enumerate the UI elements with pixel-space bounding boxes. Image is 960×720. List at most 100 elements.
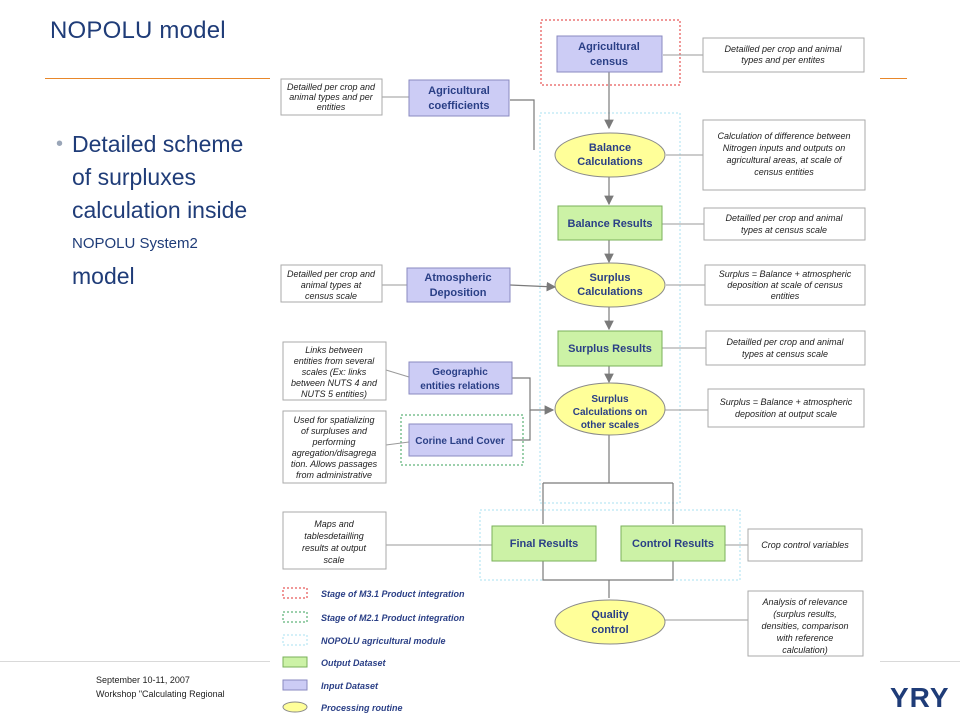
balance-calculations-label: Balance (589, 142, 631, 154)
corine-land-cover-box (408, 423, 513, 457)
surplus-results-note-line: types at census scale (742, 349, 828, 359)
module-region (539, 112, 681, 504)
surplus-results-box (557, 330, 663, 367)
corine-note-line: Used for spatializing (293, 415, 374, 425)
m31-region (540, 19, 681, 86)
control-note-line: Crop control variables (761, 540, 849, 550)
corine-note-line: of surpluses and (301, 426, 368, 436)
coeff-note-line: Detailled per crop and (287, 82, 376, 92)
other-scales-note-box (707, 388, 865, 428)
coefficients-note-box (280, 78, 383, 116)
atmospheric-deposition-box (406, 267, 511, 303)
footer-workshop: Workshop "Calculating Regional (96, 689, 225, 699)
bullet-text: Detailed scheme of surpluxes calculation… (72, 128, 287, 293)
census-note-line: Detailled per crop and animal (724, 44, 842, 54)
balance-results-note-box (703, 207, 866, 241)
atmospheric-note-box (280, 264, 383, 303)
geo-note-line: NUTS 5 entities) (301, 389, 367, 399)
corine-note-line: tion. Allows passages (291, 459, 378, 469)
quality-control-label: Quality (591, 609, 629, 621)
atmos-note-line: animal types at (301, 280, 362, 290)
quality-note-line: with reference (777, 633, 834, 643)
legend-input-label: Input Dataset (321, 681, 379, 691)
connector-merge (542, 561, 674, 598)
final-note-line: scale (323, 555, 344, 565)
note-link (385, 369, 410, 378)
surplus-calculations-label: Calculations (577, 286, 642, 298)
legend-process-label: Processing routine (321, 703, 403, 713)
geo-note-line: entities from several (294, 356, 376, 366)
corine-note-line: agregation/disagrega (292, 448, 377, 458)
coeff-note-line: animal types and per (289, 92, 374, 102)
bullet-line: NOPOLU System2 (72, 235, 198, 252)
final-results-label: Final Results (510, 538, 578, 550)
corine-note-line: from administrative (296, 470, 372, 480)
legend: Stage of M3.1 Product integration Stage … (282, 587, 465, 713)
footer-date: September 10-11, 2007 (96, 675, 190, 685)
surplus-calc-note-line: entities (771, 291, 800, 301)
atmos-note-line: census scale (305, 291, 357, 301)
balance-calc-note-line: agricultural areas, at scale of (726, 155, 843, 165)
legend-m31-swatch (282, 587, 308, 599)
legend-output-label: Output Dataset (321, 658, 387, 668)
connector-atmospheric (509, 281, 557, 292)
quality-control-node (554, 599, 666, 645)
legend-output-swatch (282, 656, 308, 668)
note-link (385, 441, 410, 446)
surplus-other-scales-label: Surplus (591, 394, 629, 405)
balance-calc-note-line: Calculation of difference between (717, 131, 850, 141)
surplus-calculations-node (554, 262, 666, 308)
control-results-label: Control Results (632, 538, 714, 550)
surplus-calculations-label: Surplus (590, 272, 631, 284)
legend-m21-label: Stage of M2.1 Product integration (321, 613, 465, 623)
balance-calculations-node (554, 132, 666, 178)
balance-results-note-line: types at census scale (741, 225, 827, 235)
control-note-box (747, 528, 863, 562)
surplus-results-note-line: Detailled per crop and animal (726, 337, 844, 347)
final-results-box (491, 525, 597, 562)
balance-calc-note-box (702, 119, 866, 191)
legend-m31-label: Stage of M3.1 Product integration (321, 589, 465, 599)
agricultural-coefficients-label: Agricultural (428, 85, 490, 97)
legend-module-swatch (282, 634, 308, 646)
geo-note-box (282, 341, 387, 401)
page-title: NOPOLU model (50, 17, 226, 44)
bullet-line: of surpluxes (72, 164, 197, 190)
final-note-box (282, 511, 387, 570)
quality-control-label: control (591, 624, 628, 636)
other-scales-note-line: deposition at output scale (735, 409, 837, 419)
geographic-entities-label: Geographic (432, 367, 488, 378)
quality-note-box (747, 590, 864, 657)
agricultural-census-label: Agricultural (578, 41, 640, 53)
bullet-line: Detailed scheme (72, 131, 244, 157)
balance-calc-note-line: Nitrogen inputs and outputs on (723, 143, 846, 153)
legend-module-label: NOPOLU agricultural module (321, 636, 446, 646)
surplus-calc-note-box (704, 264, 866, 306)
other-scales-note-line: Surplus = Balance + atmospheric (720, 397, 853, 407)
corine-note-box (282, 410, 387, 484)
balance-results-note-line: Detailled per crop and animal (725, 213, 843, 223)
surplus-other-scales-node (554, 382, 666, 436)
connector-split (542, 435, 674, 524)
legend-process-swatch (282, 701, 308, 713)
geo-note-line: Links between (305, 345, 363, 355)
atmospheric-deposition-label: Deposition (430, 287, 487, 299)
quality-note-line: densities, comparison (761, 621, 848, 631)
balance-calculations-label: Calculations (577, 156, 642, 168)
bullet-line: calculation inside (72, 197, 248, 223)
balance-results-box (557, 205, 663, 241)
surplus-calc-note-line: deposition at scale of census (727, 280, 843, 290)
quality-note-line: Analysis of relevance (761, 597, 847, 607)
geo-note-line: scales (Ex: links (302, 367, 367, 377)
corine-land-cover-label: Corine Land Cover (415, 436, 505, 447)
bullet-dot-icon: • (56, 133, 64, 155)
geo-note-line: between NUTS 4 and (291, 378, 378, 388)
final-note-line: tablesdetailling (304, 531, 364, 541)
geographic-entities-box (408, 361, 513, 395)
agricultural-census-label: census (590, 56, 628, 68)
geographic-entities-label: entities relations (420, 381, 500, 392)
m21-region (400, 414, 524, 466)
connector-corine (512, 410, 531, 441)
census-note-box (702, 37, 865, 73)
agricultural-coefficients-box (408, 79, 510, 117)
